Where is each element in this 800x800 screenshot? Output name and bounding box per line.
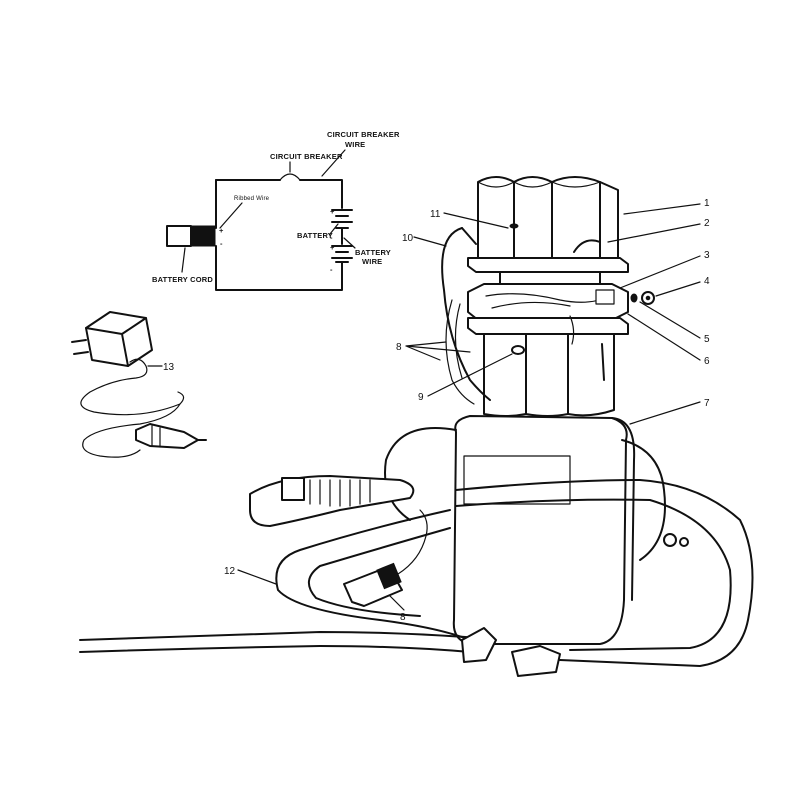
belt-buckle-male <box>461 627 497 663</box>
nut-9 <box>511 345 525 355</box>
cell-bottom-middle <box>525 333 569 417</box>
pouch-grommet <box>663 533 677 547</box>
wall-charger <box>71 311 207 458</box>
label-battery-wire-2: WIRE <box>362 257 382 266</box>
battery-assembly <box>441 176 655 417</box>
belt-pad <box>249 475 415 527</box>
car-plug <box>135 423 199 449</box>
battery-minus-top: - <box>330 233 333 242</box>
label-battery-cord: BATTERY CORD <box>152 275 213 284</box>
pouch-label-panel <box>463 455 571 505</box>
belt-strap-left <box>275 509 471 641</box>
callout-11: 11 <box>430 209 441 220</box>
label-circuit-breaker-wire-1: CIRCUIT BREAKER <box>327 130 400 139</box>
callout-1: 1 <box>704 198 710 209</box>
callout-9: 9 <box>418 392 424 403</box>
battery-minus-bottom: - <box>330 265 333 274</box>
callout-10: 10 <box>402 233 414 244</box>
plug-minus: - <box>220 239 223 248</box>
callout-8-bottom: 8 <box>400 612 406 623</box>
label-circuit-breaker-wire-2: WIRE <box>345 140 365 149</box>
cell-top-middle <box>513 176 553 261</box>
belt-buckle-left <box>281 477 305 501</box>
battery-plus-bottom: + <box>330 243 335 252</box>
cell-top-right <box>551 176 619 263</box>
wiring-tray <box>467 283 629 321</box>
belt-tail-left <box>79 631 481 641</box>
circuit-breaker-block <box>595 289 615 305</box>
wiring-schematic: + - + - + - CIRCUIT BREAKER WIRE CIRCUIT… <box>152 130 400 291</box>
battery-cord-ribs <box>190 225 216 247</box>
callout-7: 7 <box>704 398 710 409</box>
battery-symbol <box>331 209 353 263</box>
bottom-plate <box>467 317 629 335</box>
pouch-body <box>452 415 628 645</box>
label-ribbed-wire: Ribbed Wire <box>234 196 270 202</box>
pouch-flap-right <box>621 439 666 561</box>
pouch-flap-left <box>384 427 457 521</box>
plug-plus: + <box>219 226 224 235</box>
terminal-lead <box>601 343 605 381</box>
carrying-pouch <box>384 415 689 645</box>
battery-cord-plug <box>166 225 192 247</box>
callouts: 1 2 3 4 5 6 7 8 9 10 11 12 8 <box>224 198 710 623</box>
callout-2: 2 <box>704 218 710 229</box>
callout-12: 12 <box>224 566 236 577</box>
label-circuit-breaker-wire: CIRCUIT BREAKER <box>327 130 400 139</box>
label-battery-wire-1: BATTERY <box>355 248 391 257</box>
wire-10 <box>441 227 491 401</box>
cell-top-left <box>477 176 515 261</box>
label-circuit-breaker: CIRCUIT BREAKER <box>270 152 343 161</box>
callout-13: 13 <box>163 362 175 373</box>
belt-buckle-female <box>511 645 561 677</box>
label-battery: BATTERY <box>297 231 333 240</box>
belt-strap-right <box>455 479 754 667</box>
top-plate <box>467 257 629 273</box>
belt <box>79 475 754 677</box>
cell-bottom-right <box>567 333 615 417</box>
circuit-breaker-symbol <box>279 173 301 181</box>
battery-plus-top: + <box>330 207 335 216</box>
callout-5: 5 <box>704 334 710 345</box>
wire-2 <box>573 239 601 253</box>
callout-8-top: 8 <box>396 342 402 353</box>
callout-3: 3 <box>704 250 710 261</box>
callout-4: 4 <box>704 276 710 287</box>
callout-6: 6 <box>704 356 710 367</box>
